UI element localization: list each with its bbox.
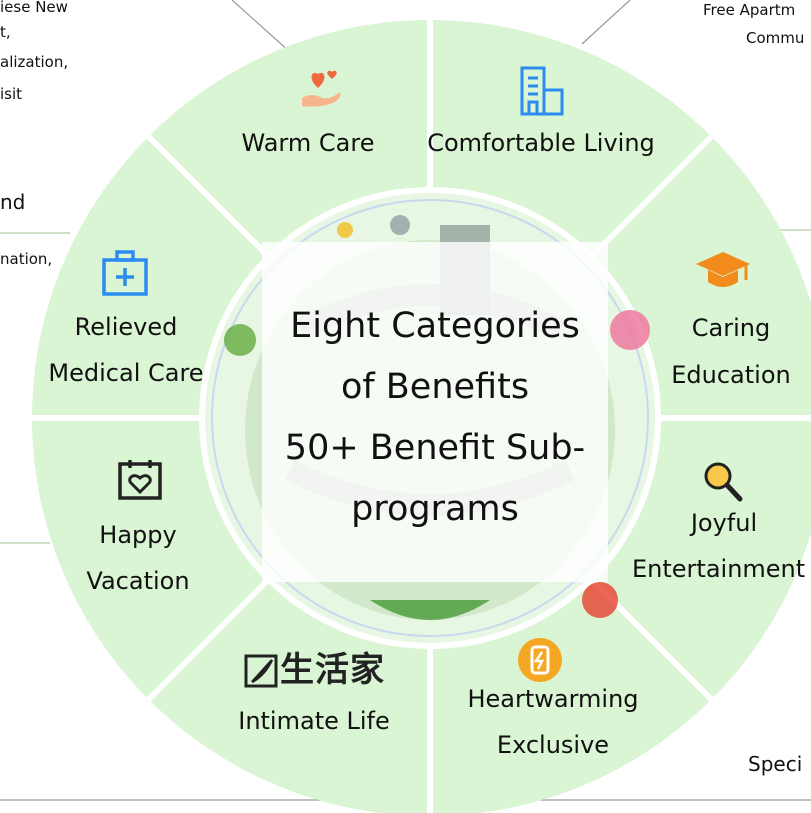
graduation-cap-icon bbox=[694, 250, 752, 294]
side-text-bottom-right: Speci bbox=[748, 752, 803, 776]
medical-kit-icon bbox=[100, 248, 150, 298]
lifestyle-logo-icon: 生活家 bbox=[244, 650, 394, 692]
label-heartwarming: Heartwarming bbox=[467, 685, 639, 713]
label-intimate-life: Intimate Life bbox=[238, 707, 390, 735]
connector-line bbox=[581, 0, 631, 45]
center-overlay bbox=[262, 242, 608, 582]
connector-line bbox=[231, 0, 291, 53]
side-text-top-right-2: Commu bbox=[746, 29, 805, 47]
label-medical-care: Medical Care bbox=[48, 359, 204, 387]
lifestyle-logo-text: 生活家 bbox=[280, 650, 385, 690]
label-education: Education bbox=[671, 361, 791, 389]
label-relieved: Relieved bbox=[74, 313, 178, 341]
inner-ring-outline bbox=[211, 199, 649, 637]
side-text-mid-left-2: nation, bbox=[0, 250, 53, 268]
label-exclusive: Exclusive bbox=[496, 731, 610, 759]
magnifier-icon bbox=[700, 460, 744, 504]
building-icon bbox=[518, 66, 566, 118]
label-happy: Happy bbox=[99, 521, 177, 549]
center-line-3: 50+ Benefit Sub- bbox=[284, 428, 586, 468]
side-text-top-left-1: iese New bbox=[0, 0, 68, 16]
side-text-top-left-4: isit bbox=[0, 85, 23, 103]
side-text-mid-left-1: nd bbox=[0, 190, 26, 214]
side-text-top-left-2: t, bbox=[0, 23, 11, 41]
center-title: Eight Categories of Benefits 50+ Benefit… bbox=[262, 296, 608, 540]
label-joyful: Joyful bbox=[690, 509, 758, 537]
center-line-2: of Benefits bbox=[340, 367, 530, 407]
label-warm-care: Warm Care bbox=[241, 129, 375, 157]
side-text-top-right-1: Free Apartm bbox=[703, 1, 796, 19]
side-text-top-left-3: alization, bbox=[0, 53, 69, 71]
center-line-4: programs bbox=[351, 489, 519, 529]
battery-charge-icon bbox=[516, 636, 564, 684]
calendar-heart-icon bbox=[116, 458, 164, 502]
label-comfortable-living: Comfortable Living bbox=[427, 129, 655, 157]
label-caring: Caring bbox=[691, 314, 771, 342]
label-entertainment: Entertainment bbox=[632, 555, 806, 583]
label-vacation: Vacation bbox=[86, 567, 190, 595]
center-line-1: Eight Categories bbox=[290, 306, 580, 346]
heart-hand-icon bbox=[298, 64, 346, 112]
